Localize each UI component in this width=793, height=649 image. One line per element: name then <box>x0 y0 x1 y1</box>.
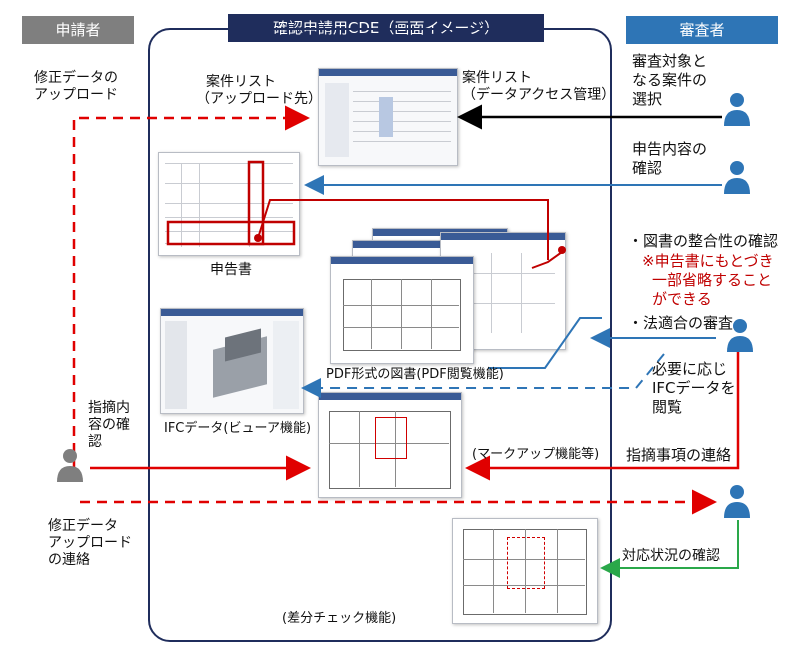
application-form-label: 申告書 <box>210 262 252 278</box>
cde-frame <box>148 28 612 642</box>
application-form-thumbnail <box>158 152 300 256</box>
select-case-label: 審査対象となる案件の選択 <box>632 52 708 108</box>
diff-check-label: (差分チェック機能) <box>282 611 397 626</box>
notify-findings-label: 指摘事項の連絡 <box>626 446 732 464</box>
reviewer-person-icon-1 <box>724 93 750 126</box>
link-dot-drawing <box>558 246 566 254</box>
notify-upload-label: 修正データアップロードの連絡 <box>48 518 132 568</box>
omission-note-label: ※申告書にもとづき 一部省略すること ができる <box>642 252 774 308</box>
diff-check-thumbnail <box>452 518 598 624</box>
markup-label: (マークアップ機能等) <box>472 447 600 462</box>
markup-drawing-thumbnail <box>318 392 462 498</box>
form-highlight-row <box>166 220 296 246</box>
case-list-upload-label: 案件リスト（アップロード先） <box>196 74 322 107</box>
drawing-consistency-label: ・図書の整合性の確認 <box>628 232 779 250</box>
check-response-label: 対応状況の確認 <box>622 548 720 564</box>
check-application-label: 申告内容の確認 <box>632 140 708 177</box>
law-compliance-link <box>488 317 602 369</box>
view-ifc-dashed-arrow <box>301 353 665 398</box>
check-response-arrow <box>600 520 739 578</box>
consistency-link <box>257 199 549 260</box>
case-list-thumbnail <box>318 68 458 166</box>
applicant-header: 申請者 <box>22 16 134 44</box>
pdf-drawing-thumbnail-front <box>330 256 474 364</box>
consistency-link-2 <box>531 251 563 269</box>
reviewer-header: 審査者 <box>626 16 778 44</box>
case-list-access-label: 案件リスト（データアクセス管理） <box>462 70 616 103</box>
reviewer-person-icon-2 <box>724 161 750 194</box>
law-compliance-label: ・法適合の審査 <box>628 314 734 332</box>
ifc-viewer-label: IFCデータ(ビューア機能) <box>164 421 312 436</box>
reviewer-person-icon-4 <box>724 485 750 518</box>
notify-findings-arrow <box>465 352 740 481</box>
link-dot-form <box>254 234 262 242</box>
pdf-drawings-label: PDF形式の図書(PDF閲覧機能) <box>326 367 504 382</box>
reviewer-person-icon-3 <box>727 319 753 352</box>
applicant-person-icon <box>57 449 83 482</box>
ifc-viewer-thumbnail <box>160 308 304 414</box>
upload-revised-label: 修正データのアップロード <box>34 70 118 103</box>
check-findings-label: 指摘内容の確認 <box>88 400 130 450</box>
